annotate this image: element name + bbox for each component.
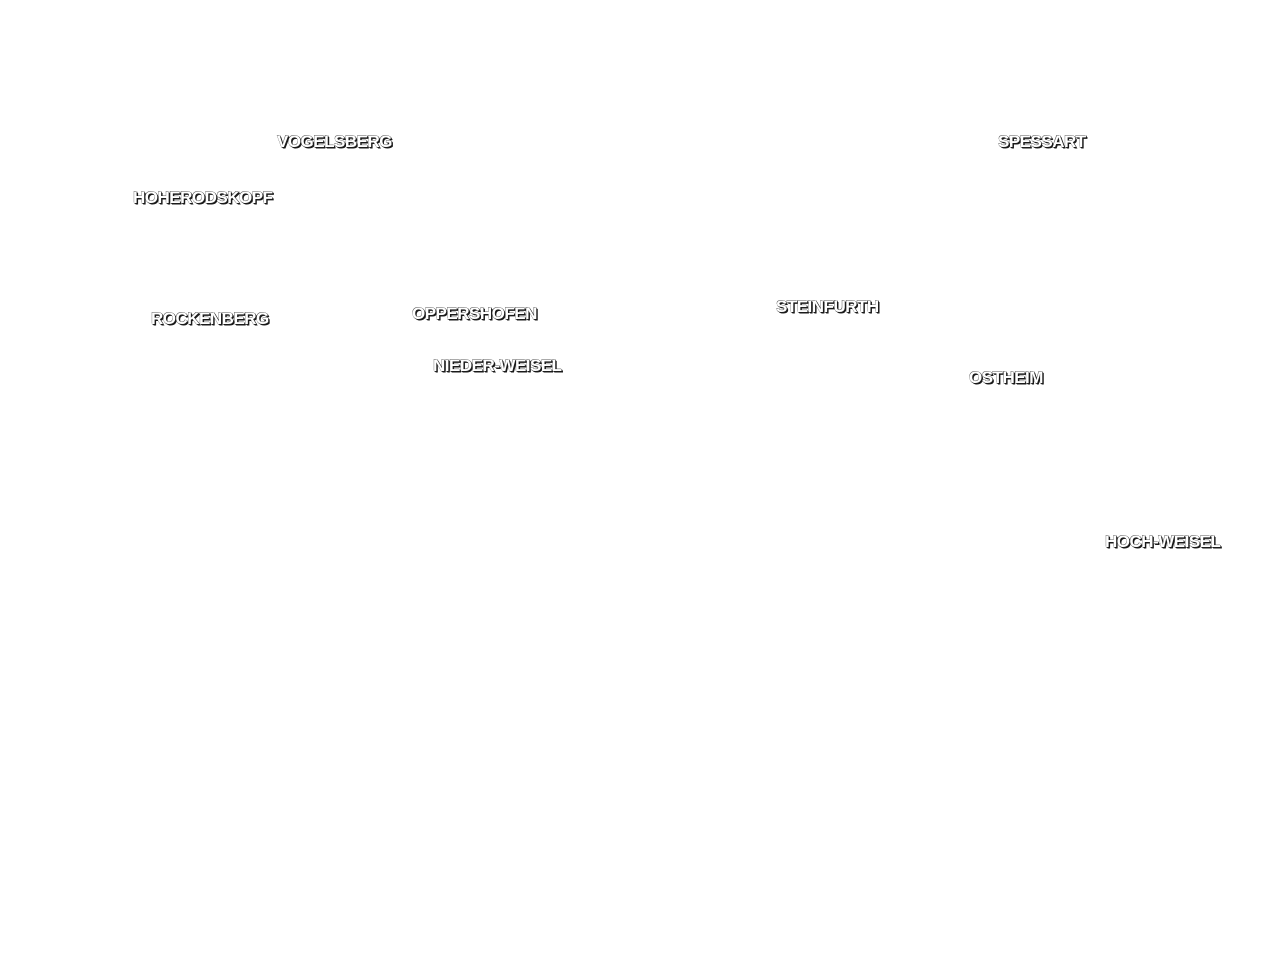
place-label-hoch-weisel: HOCH-WEISEL [1105,532,1221,551]
place-label-oppershofen: OPPERSHOFEN [412,304,537,323]
place-label-hoherodskopf: HOHERODSKOPF [133,188,273,207]
place-label-ostheim: OSTHEIM [969,368,1043,387]
place-label-steinfurth: STEINFURTH [776,297,879,316]
place-label-nieder-weisel: NIEDER-WEISEL [433,356,562,375]
place-label-rockenberg: ROCKENBERG [151,309,269,328]
place-label-vogelsberg: VOGELSBERG [277,132,392,151]
place-label-spessart: SPESSART [998,132,1086,151]
